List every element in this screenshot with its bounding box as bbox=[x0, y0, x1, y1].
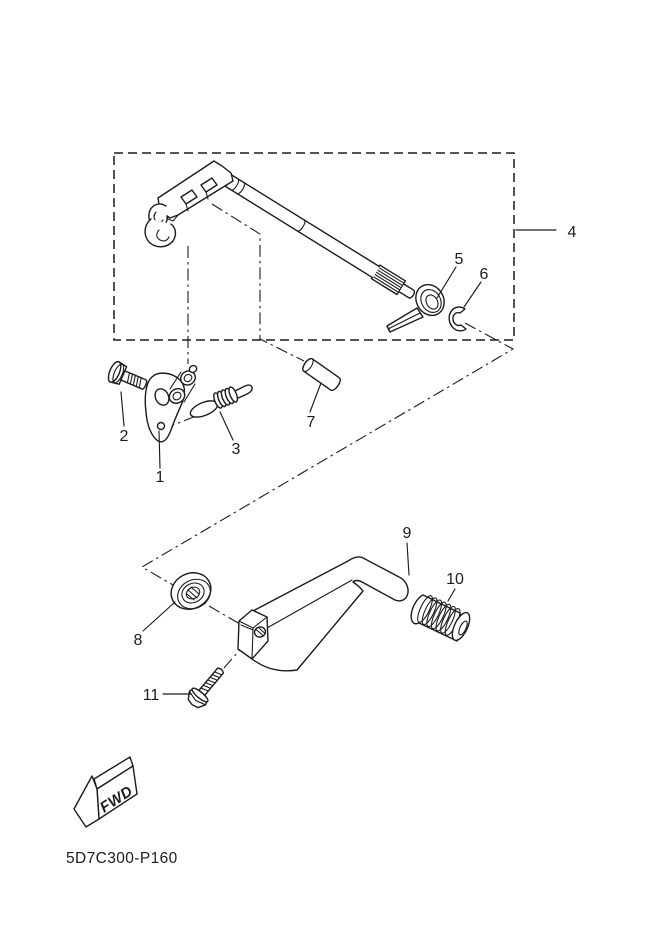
callout-labels: 1 2 3 4 5 6 7 8 9 10 11 bbox=[120, 224, 577, 704]
bolt-threads bbox=[126, 372, 142, 389]
seal-mid bbox=[181, 582, 205, 604]
leader-1 bbox=[158, 430, 161, 469]
pedal-clamp-hole-hatch bbox=[255, 626, 266, 637]
pin-end-face bbox=[302, 357, 314, 373]
spring-coil-inner bbox=[425, 294, 439, 310]
shaft-collar-lines bbox=[230, 178, 306, 232]
rubber-bore bbox=[458, 620, 468, 636]
part-10-pedal-rubber bbox=[410, 594, 471, 642]
leader-7 bbox=[309, 382, 322, 413]
pawl-hook-lower bbox=[144, 218, 177, 248]
part-3-spring-pin bbox=[189, 384, 253, 418]
rib-5 bbox=[435, 603, 452, 632]
roller-link-lines bbox=[169, 371, 196, 403]
callout-1: 1 bbox=[156, 469, 165, 486]
part-9-shift-pedal bbox=[237, 556, 409, 672]
assembly-group-box bbox=[113, 152, 515, 341]
part-2-bolt bbox=[107, 360, 148, 390]
pedal-arm bbox=[251, 556, 409, 672]
centerline-dowel-pin bbox=[211, 203, 305, 362]
seal-bore-hatch bbox=[186, 586, 200, 601]
shaft-silhouette bbox=[216, 169, 416, 299]
rubber-silhouette bbox=[410, 594, 465, 642]
callout-6: 6 bbox=[480, 266, 489, 283]
leader-5 bbox=[436, 266, 457, 299]
callout-11: 11 bbox=[143, 687, 160, 704]
part-8-oil-seal bbox=[170, 572, 212, 610]
roller-upper bbox=[180, 370, 196, 386]
part-11-flange-bolt bbox=[187, 667, 225, 709]
callout-10: 10 bbox=[446, 571, 464, 588]
arm-window-2 bbox=[200, 177, 218, 193]
spring-coil-mid bbox=[420, 289, 442, 313]
roller-lower bbox=[168, 387, 186, 405]
callout-7: 7 bbox=[307, 414, 316, 431]
leader-10 bbox=[447, 588, 456, 602]
pin-body bbox=[302, 357, 341, 392]
roller-lower-bore bbox=[172, 391, 182, 401]
lever-large-hole bbox=[154, 388, 170, 406]
callout-leaders bbox=[120, 229, 557, 695]
part-1-stopper-lever bbox=[144, 364, 198, 443]
roller-upper-bore bbox=[183, 373, 193, 383]
part-5-torsion-spring bbox=[386, 283, 445, 333]
leader-9 bbox=[406, 542, 410, 576]
callout-5: 5 bbox=[455, 251, 464, 268]
rib-6 bbox=[440, 605, 456, 634]
rib-2 bbox=[421, 597, 438, 626]
bolt-head-ridge bbox=[112, 363, 125, 384]
seal-rim bbox=[177, 578, 211, 610]
shaft-spline bbox=[373, 267, 405, 293]
callout-2: 2 bbox=[120, 428, 129, 445]
part-6-e-clip bbox=[448, 306, 467, 332]
fwd-arrow-head bbox=[73, 775, 100, 828]
coil-5 bbox=[228, 386, 239, 403]
part-4-shift-shaft bbox=[144, 160, 416, 299]
pedal-arm-crease bbox=[266, 579, 353, 629]
callout-9: 9 bbox=[403, 525, 412, 542]
pedal-boss-folds bbox=[238, 616, 268, 660]
fwd-marker: FWD bbox=[73, 756, 138, 828]
leader-3 bbox=[219, 411, 234, 441]
rib-4 bbox=[430, 601, 447, 630]
lever-plate bbox=[144, 372, 186, 443]
arm-window-1 bbox=[180, 189, 198, 205]
bolt-threads bbox=[200, 671, 223, 692]
spring-pin-plunger bbox=[233, 384, 253, 400]
roller-pin bbox=[188, 364, 198, 374]
drawing-code: 5D7C300-P160 bbox=[66, 850, 178, 867]
pawl-hook-lower-inner bbox=[156, 229, 170, 242]
leader-8 bbox=[142, 601, 176, 632]
seal-bore bbox=[185, 586, 201, 600]
rib-1 bbox=[417, 595, 433, 623]
leader-2 bbox=[120, 391, 125, 427]
callout-8: 8 bbox=[134, 632, 143, 649]
callout-3: 3 bbox=[232, 441, 241, 458]
rib-3 bbox=[426, 599, 443, 628]
part-7-dowel-pin bbox=[302, 357, 341, 392]
lever-small-hole bbox=[156, 421, 166, 431]
leader-6 bbox=[463, 281, 482, 308]
callout-4: 4 bbox=[568, 224, 577, 241]
spring-fork-lines bbox=[386, 312, 421, 333]
